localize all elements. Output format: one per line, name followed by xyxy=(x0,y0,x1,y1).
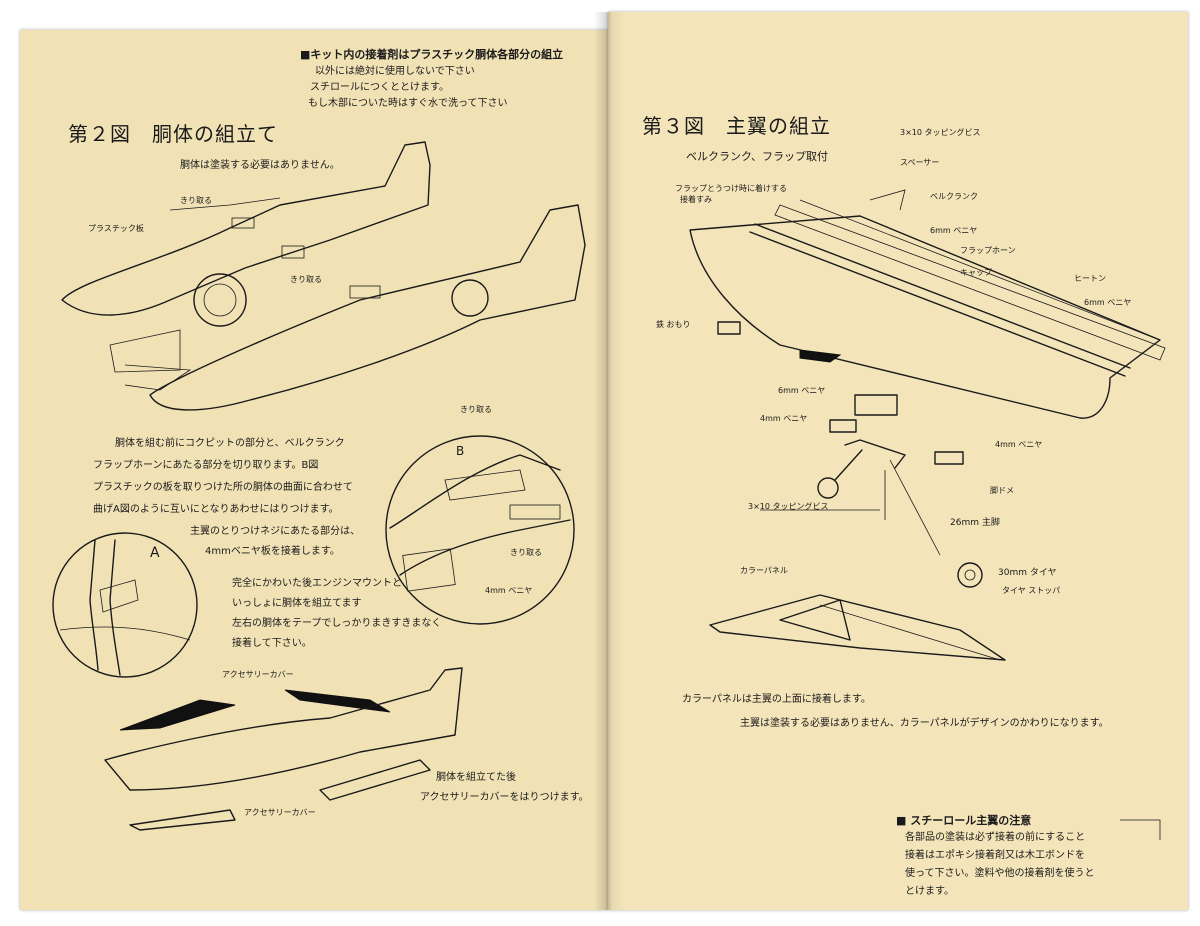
header-note-line-1: ■キット内の接着剤はプラスチック胴体各部分の組立 xyxy=(300,48,564,61)
label-bellcrank: ベルクランク xyxy=(930,192,978,201)
caution-title: ■ スチーロール主翼の注意 xyxy=(896,814,1032,827)
circle-b-label: B xyxy=(456,444,465,458)
figure-3-subtitle: ベルクランク、フラップ取付 xyxy=(686,150,829,163)
instruction-line-3: プラスチックの板を取りつけた所の胴体の曲面に合わせて xyxy=(93,482,353,493)
label-flap-note-1: フラップとうつけ時に着けする xyxy=(675,184,787,193)
book-gutter xyxy=(594,12,624,910)
label-tapping-screw-top: 3×10 タッピングビス xyxy=(900,128,981,137)
label-plastic-board: プラスチック板 xyxy=(88,224,144,233)
label-veneer-6mm-b: 6mm ベニヤ xyxy=(1084,298,1132,307)
label-veneer-4mm: 4mm ベニヤ xyxy=(485,586,533,595)
label-weight: 鉄 おもり xyxy=(656,320,691,329)
main-wing-drawing xyxy=(689,189,1166,465)
fuselage-half-lower-drawing xyxy=(109,204,586,411)
label-veneer-4mm-b: 4mm ベニヤ xyxy=(995,440,1043,449)
instruction3-line-1: 完全にかわいた後エンジンマウントと xyxy=(232,578,402,589)
label-flap-note-2: 接着すみ xyxy=(680,195,712,204)
detail-circle-b xyxy=(385,435,575,625)
label-cap: キャップ xyxy=(960,268,992,277)
accessory-cover-drawing xyxy=(104,667,463,831)
instruction3-line-3: 左右の胴体をテープでしっかりまきすきまなく xyxy=(232,618,442,629)
label-veneer-6mm-c: 6mm ベニヤ xyxy=(778,386,826,395)
color-panel-note-2: 主翼は塗装する必要はありません、カラーパネルがデザインのかわりになります。 xyxy=(740,718,1109,729)
caution-line-4: とけます。 xyxy=(905,886,954,897)
label-color-panel: カラーパネル xyxy=(740,566,788,575)
label-tire: 30mm タイヤ xyxy=(998,568,1057,578)
header-note-line-2: 以外には絶対に使用しないで下さい xyxy=(315,66,475,77)
label-tire-stopper: タイヤ ストッパ xyxy=(1002,586,1061,595)
detail-circle-a xyxy=(52,532,198,678)
final-note-line-2: アクセサリーカバーをはりつけます。 xyxy=(420,792,589,803)
label-kiritoru-a: きり取る xyxy=(180,196,212,205)
header-note-line-4: もし木部についた時はすぐ水で洗って下さい xyxy=(308,98,508,109)
circle-a-label: A xyxy=(150,545,160,561)
caution-line-1: 各部品の塗装は必ず接着の前にすること xyxy=(905,832,1086,843)
label-accessory-cover-1: アクセサリーカバー xyxy=(222,670,294,679)
instruction-line-2: フラップホーンにあたる部分を切り取ります。B図 xyxy=(93,460,319,471)
left-page xyxy=(20,30,608,910)
figure-3-title: 第３図 主翼の組立 xyxy=(642,114,831,138)
label-kiritoru-b: きり取る xyxy=(290,275,322,284)
header-note-line-3: スチロールにつくととけます。 xyxy=(310,82,449,93)
label-veneer-4mm-a: 4mm ベニヤ xyxy=(760,414,808,423)
label-kiritoru-d: きり取る xyxy=(510,548,542,557)
label-kiritoru-c: きり取る xyxy=(460,405,492,414)
color-panel-drawing xyxy=(709,594,1006,661)
instruction3-line-4: 接着して下さい。 xyxy=(232,638,312,649)
color-panel-note-1: カラーパネルは主翼の上面に接着します。 xyxy=(682,694,871,705)
label-spacer: スペーサー xyxy=(900,158,940,167)
label-main-leg: 26mm 主脚 xyxy=(950,518,1000,528)
label-flap-horn: フラップホーン xyxy=(960,246,1016,255)
figure-2-subtitle: 胴体は塗装する必要はありません。 xyxy=(180,160,340,171)
instruction2-line-1: 主翼のとりつけネジにあたる部分は、 xyxy=(190,526,361,537)
caution-line-3: 使って下さい。塗料や他の接着剤を使うと xyxy=(905,868,1095,879)
label-tapping-screw-bottom: 3×10 タッピングビス xyxy=(748,502,829,511)
right-page xyxy=(608,12,1188,910)
instruction3-line-2: いっしょに胴体を組立てます xyxy=(232,598,362,609)
instruction-line-4: 曲げA図のように互いにとなりあわせにはりつけます。 xyxy=(93,504,339,515)
instruction2-line-2: 4mmベニヤ板を接着します。 xyxy=(205,546,340,557)
final-note-line-1: 胴体を組立てた後 xyxy=(436,772,516,783)
label-accessory-cover-2: アクセサリーカバー xyxy=(244,808,316,817)
caution-line-2: 接着はエポキシ接着剤又は木工ボンドを xyxy=(905,850,1085,861)
label-leg-stop: 脚ドメ xyxy=(990,486,1014,495)
figure-2-title: 第２図 胴体の組立て xyxy=(68,122,278,146)
label-veneer-6mm-a: 6mm ベニヤ xyxy=(930,226,978,235)
landing-gear-drawing xyxy=(760,439,983,588)
fuselage-half-upper-drawing xyxy=(61,141,431,327)
instruction-line-1: 胴体を組む前にコクピットの部分と、ベルクランク xyxy=(115,438,345,449)
label-hinge: ヒートン xyxy=(1074,274,1106,283)
